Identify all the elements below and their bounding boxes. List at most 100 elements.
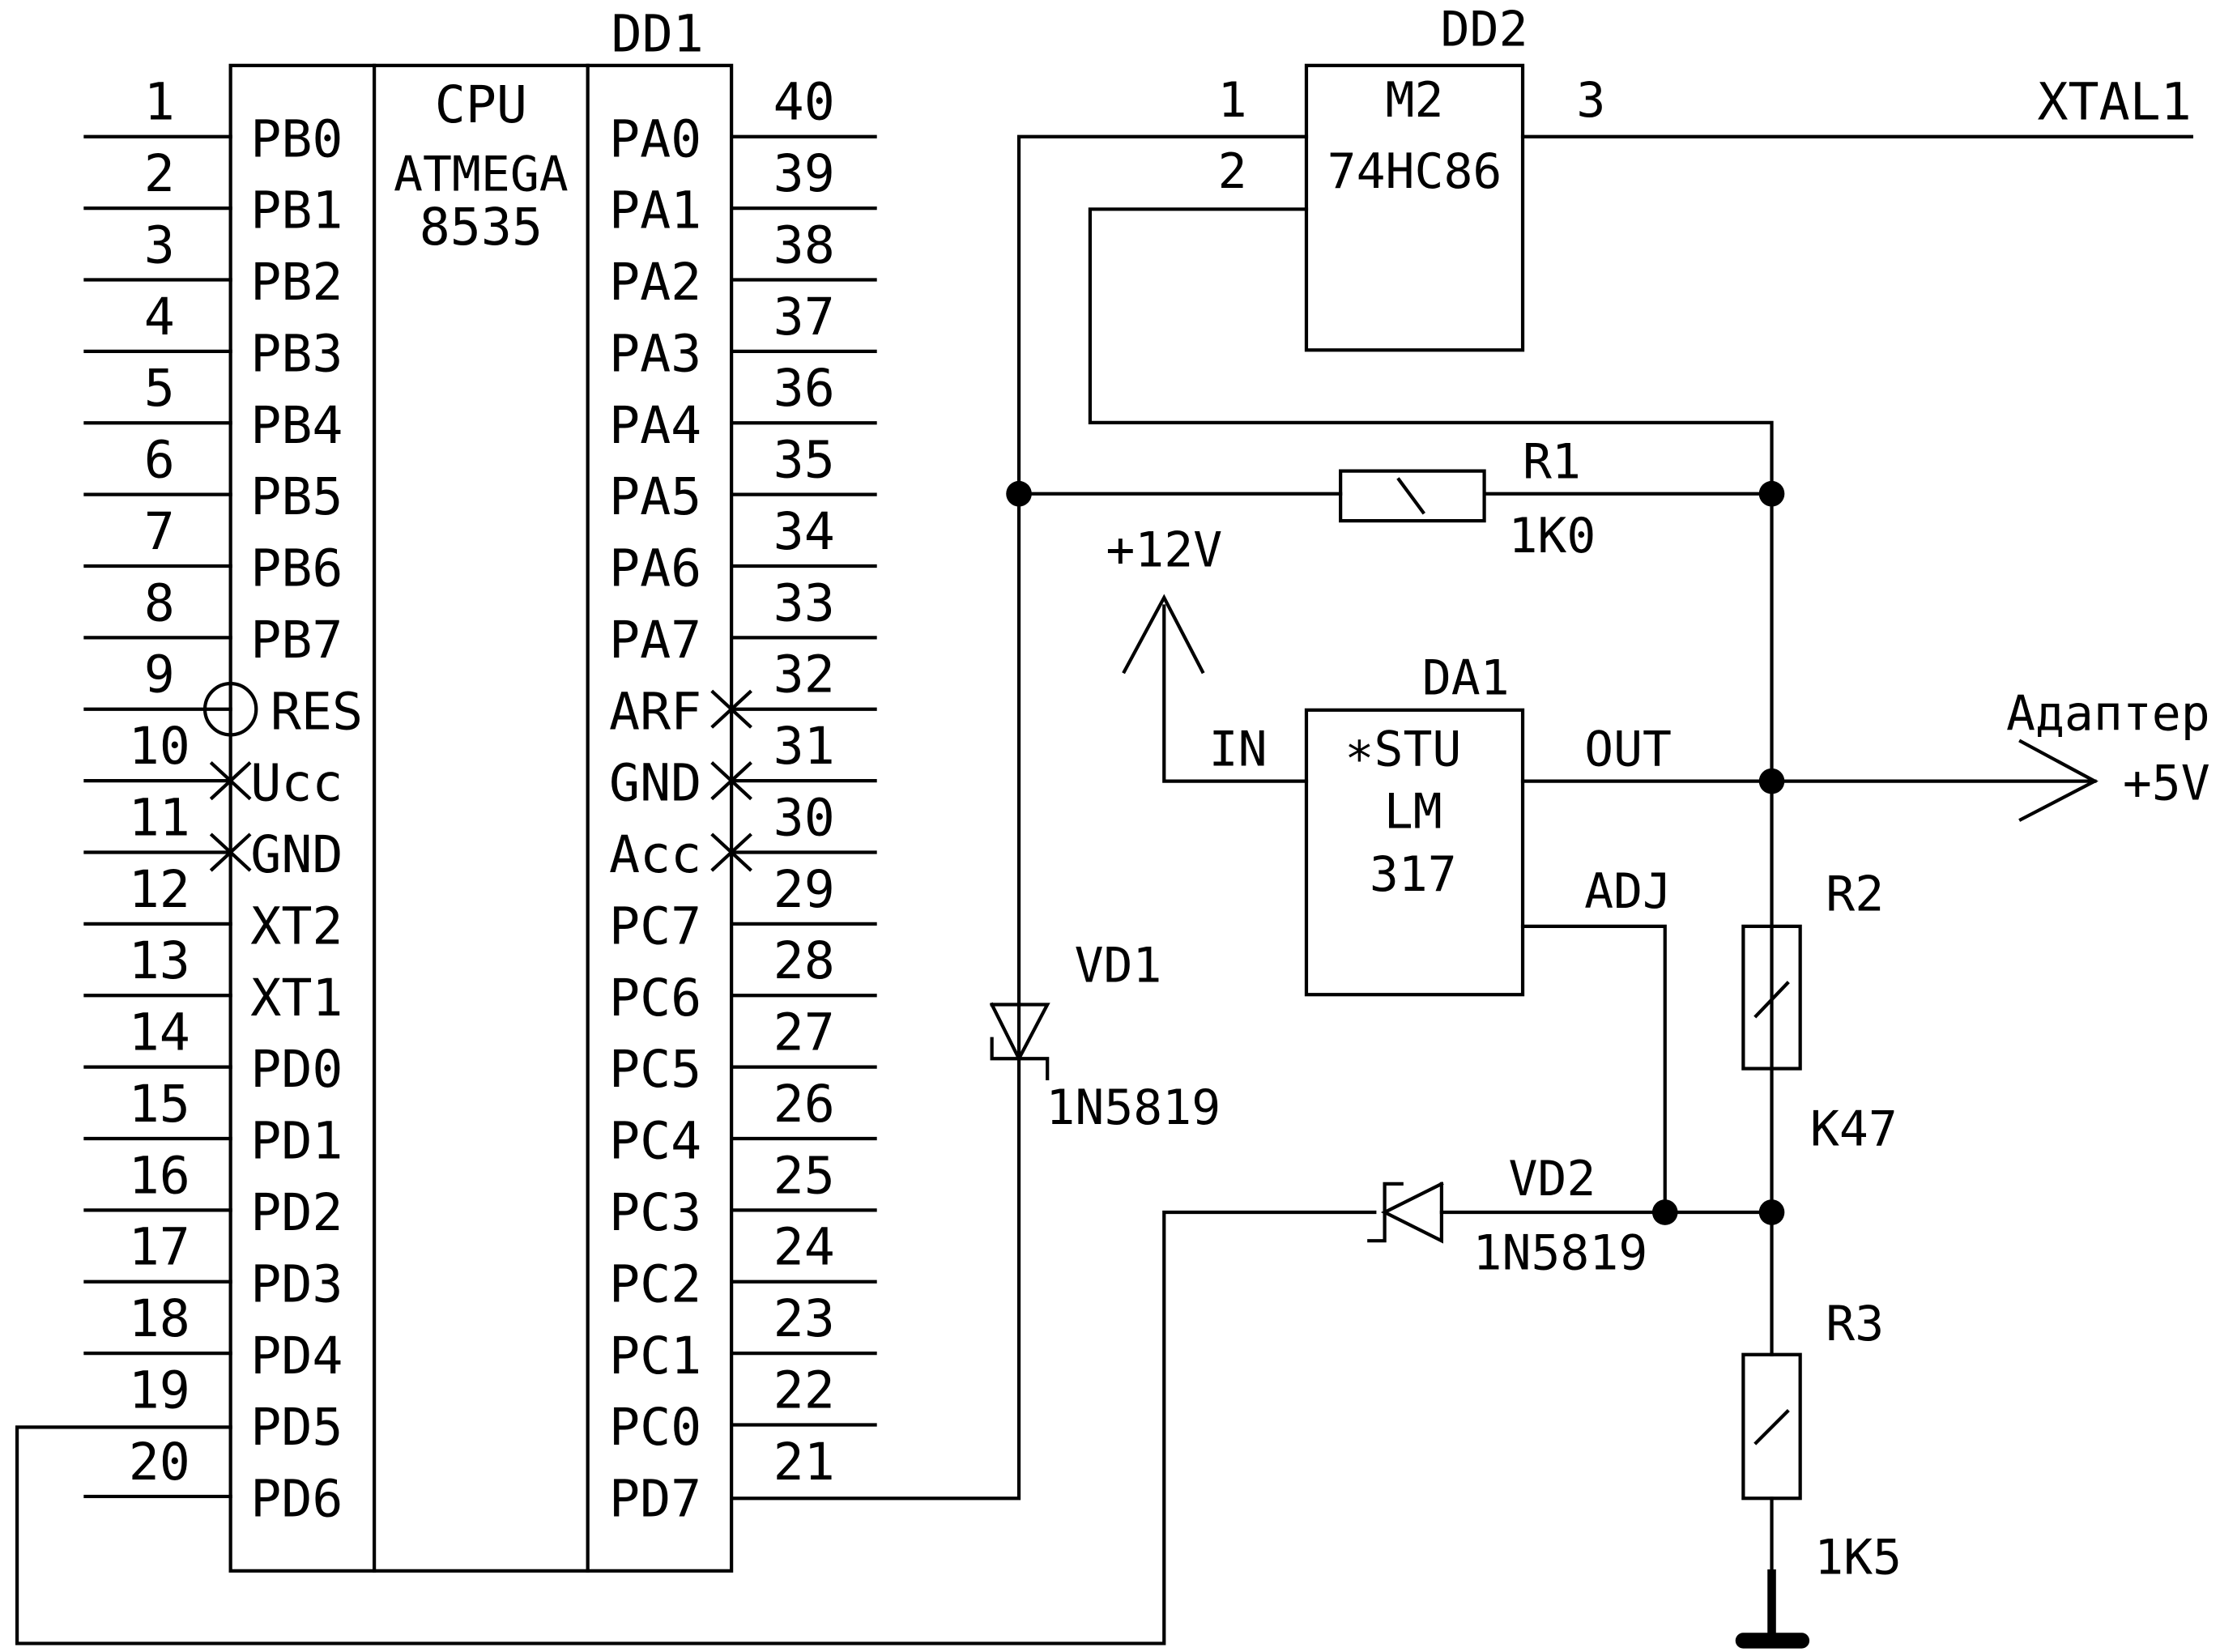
vd2-ref: VD2 (1508, 1152, 1596, 1207)
pin-number: 15 (129, 1074, 190, 1134)
pin-number: 40 (773, 72, 835, 132)
dd1-title: CPU (435, 75, 527, 134)
adapter-label: Адаптер (2006, 686, 2210, 742)
r2-value: K47 (1810, 1101, 1898, 1157)
r2-body (1741, 924, 1802, 1071)
pin-number: 14 (129, 1003, 190, 1062)
wire-pd7-to-dd2-pin1 (730, 134, 1309, 1501)
wire-adj (1520, 924, 1667, 1215)
da1-line3: 317 (1370, 847, 1457, 903)
pin-number: 35 (773, 430, 835, 490)
pin-number: 12 (129, 859, 190, 919)
no-connect-icon (710, 689, 752, 729)
pin-name: PA0 (609, 109, 701, 168)
power-12v-label: +12V (1106, 522, 1222, 578)
dd1-part-line2: 8535 (420, 197, 543, 257)
pin-name: PA2 (609, 252, 701, 312)
no-connect-icon (710, 761, 752, 801)
power-12v: +12V (1106, 522, 1222, 675)
pin-number: 24 (773, 1217, 835, 1277)
pin-number: 5 (144, 358, 175, 418)
pin-number: 33 (773, 573, 835, 632)
r3-ref: R3 (1826, 1296, 1884, 1352)
pin-name: PD4 (250, 1326, 343, 1386)
vd2-schottky-diode-icon: VD2 1N5819 (1367, 1152, 1648, 1281)
dd1-cpu: DD1 CPU ATMEGA 8535 1PB02PB13PB24PB35PB4… (83, 3, 877, 1573)
dd2-func: M2 (1386, 73, 1444, 129)
arrow-up-icon (1122, 594, 1205, 675)
da1-body (1304, 708, 1525, 997)
pin-number: 21 (773, 1432, 835, 1492)
pin-number: 9 (144, 645, 175, 705)
pin-number: 17 (129, 1217, 190, 1277)
r1-resistor: R1 1K0 (1339, 434, 1596, 564)
r3-resistor: R3 1K5 (1741, 1296, 1902, 1586)
dd2-pin3: 3 (1576, 73, 1605, 129)
pin-name: GND (609, 753, 701, 813)
pin-name: PD5 (250, 1397, 343, 1457)
vd1-schottky-diode-icon: VD1 1N5819 (989, 938, 1221, 1136)
vd2-part: 1N5819 (1473, 1225, 1648, 1281)
no-connect-icon (209, 761, 252, 801)
pin-name: PC0 (609, 1397, 701, 1457)
da1-line2: LM (1384, 785, 1442, 841)
no-connect-icon (209, 832, 252, 872)
pin-number: 18 (129, 1288, 190, 1348)
dd2-pin2: 2 (1218, 144, 1247, 200)
junction-dot (1758, 480, 1785, 507)
wire-in-to-12v (1162, 604, 1309, 783)
junctions (1006, 480, 1785, 1225)
pin-name: PD6 (250, 1469, 343, 1529)
pin-name: PC2 (609, 1254, 701, 1314)
r1-slash-icon (1396, 477, 1426, 515)
adapter-output: Адаптер +5V (2006, 686, 2210, 822)
pin-name: PC5 (609, 1039, 701, 1099)
pin-name: PB5 (250, 466, 343, 526)
pin-name: Acc (609, 824, 701, 884)
pin-number: 22 (773, 1360, 835, 1420)
da1-pin-in: IN (1209, 722, 1268, 777)
vd1-part: 1N5819 (1046, 1080, 1221, 1136)
pin-name: XT2 (250, 896, 343, 956)
r3-slash-icon (1753, 1409, 1790, 1446)
pin-number: 23 (773, 1288, 835, 1348)
dd2-pin1: 1 (1218, 73, 1247, 129)
pin-number: 29 (773, 859, 835, 919)
pin-name: GND (250, 824, 343, 884)
pin-name: PD7 (609, 1469, 701, 1529)
dd2-part: 74HC86 (1327, 144, 1502, 200)
junction-dot (1006, 480, 1032, 507)
junction-dot (1758, 1199, 1785, 1225)
pin-name: PC6 (609, 968, 701, 1028)
pin-name: PB2 (250, 252, 343, 312)
pin-number: 39 (773, 143, 835, 203)
pin-name: PD1 (250, 1111, 343, 1171)
pin-name: XT1 (250, 968, 343, 1028)
ground-icon (1735, 1569, 1810, 1649)
pin-number: 34 (773, 501, 835, 561)
da1-pin-adj: ADJ (1584, 864, 1672, 920)
pin-name: PB4 (250, 395, 343, 455)
pin-number: 36 (773, 358, 835, 418)
